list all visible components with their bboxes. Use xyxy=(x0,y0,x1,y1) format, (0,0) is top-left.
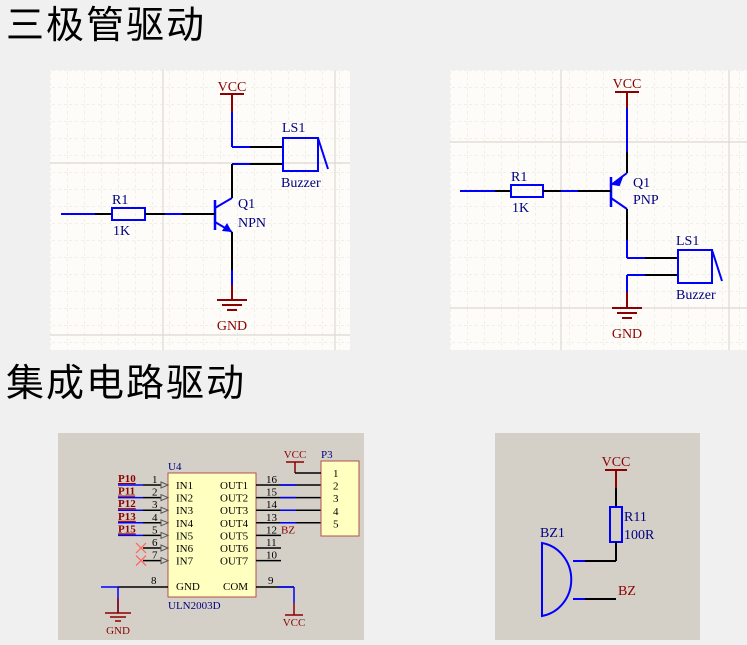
buzzer-schematic: VCC R11 100R BZ1 BZ xyxy=(495,433,700,640)
connector-pin-number: 5 xyxy=(333,518,339,530)
ic-part: ULN2003D xyxy=(168,600,221,612)
output-pin-name: OUT2 xyxy=(220,493,248,505)
transistor-type: NPN xyxy=(238,216,266,231)
no-connect-icon xyxy=(135,542,147,554)
input-net-label: P15 xyxy=(118,523,136,535)
connector-pin-number: 1 xyxy=(333,468,339,480)
com-pin-name: COM xyxy=(223,581,248,593)
output-pin-number: 13 xyxy=(266,512,278,524)
sheet-background xyxy=(495,433,700,640)
buzzer-ref: LS1 xyxy=(676,234,699,249)
input-arrow-icon xyxy=(160,531,170,540)
output-pin-name: OUT3 xyxy=(220,505,249,517)
npn-schematic: VCC LS1 Buzzer Q1 NPN GND R1 1K xyxy=(50,70,350,350)
input-pin-name: IN5 xyxy=(176,530,194,542)
buzzer-value: Buzzer xyxy=(281,176,321,191)
input-pin-number: 7 xyxy=(152,550,158,562)
input-pin-name: IN1 xyxy=(176,480,193,492)
vcc-label: VCC xyxy=(602,455,631,470)
input-net-label: P12 xyxy=(118,498,136,510)
output-pin-name: OUT5 xyxy=(220,530,249,542)
output-pin-number: 12 xyxy=(266,524,277,536)
output-pin-name: OUT4 xyxy=(220,518,249,530)
ic-body xyxy=(167,472,257,598)
connector-pin-number: 4 xyxy=(333,506,339,518)
output-pin-name: OUT6 xyxy=(220,543,249,555)
gnd-label: GND xyxy=(612,327,642,342)
buzzer-symbol xyxy=(541,541,573,618)
input-arrow-icon xyxy=(160,519,170,527)
resistor-ref: R11 xyxy=(624,510,647,525)
gnd-label: GND xyxy=(106,625,130,637)
input-pin-number: 6 xyxy=(152,537,158,549)
connector-pin-number: 2 xyxy=(333,481,339,493)
input-net-label: P11 xyxy=(118,486,135,498)
input-pin-number: 3 xyxy=(152,499,158,511)
pnp-schematic: VCC Q1 PNP R1 1K LS1 Buzzer GND xyxy=(450,70,747,350)
connector-ref: P3 xyxy=(321,449,333,461)
transistor-type: PNP xyxy=(633,193,659,208)
input-pin-name: IN2 xyxy=(176,493,193,505)
output-pin-number: 14 xyxy=(266,499,278,511)
output-net-label: BZ xyxy=(281,524,295,536)
heading-ic-drive: 集成电路驱动 xyxy=(6,361,247,405)
resistor-ref: R1 xyxy=(511,170,527,185)
input-pin-number: 2 xyxy=(152,487,158,499)
transistor-ref: Q1 xyxy=(238,197,255,212)
resistor-value: 1K xyxy=(113,224,130,239)
buzzer-ref: BZ1 xyxy=(540,526,565,541)
vcc-label: VCC xyxy=(613,77,642,92)
connector-p3 xyxy=(320,460,360,537)
grid xyxy=(450,70,747,350)
input-arrow-icon xyxy=(160,506,170,514)
input-arrow-icon xyxy=(160,556,170,565)
resistor-value: 1K xyxy=(512,201,529,216)
vcc-top-label: VCC xyxy=(284,449,307,461)
output-pin-number: 11 xyxy=(266,537,277,549)
resistor-ref: R1 xyxy=(112,193,128,208)
input-pin-name: IN6 xyxy=(176,543,194,555)
input-pin-name: IN7 xyxy=(176,556,194,568)
gnd-symbol xyxy=(217,299,247,311)
gnd-pin-name: GND xyxy=(176,581,200,593)
heading-transistor-drive: 三极管驱动 xyxy=(6,3,207,47)
input-net-label: P13 xyxy=(118,511,136,523)
output-pin-name: OUT1 xyxy=(220,480,248,492)
no-connect-icon xyxy=(135,555,147,567)
output-pin-number: 15 xyxy=(266,487,278,499)
buzzer-symbol xyxy=(677,249,713,284)
input-arrow-icon xyxy=(160,544,170,552)
input-pin-number: 1 xyxy=(152,474,158,486)
input-pin-number: 5 xyxy=(152,524,158,536)
gnd-symbol xyxy=(612,307,642,319)
output-pin-name: OUT7 xyxy=(220,556,249,568)
gnd-label: GND xyxy=(217,319,247,334)
input-pin-number: 4 xyxy=(152,512,158,524)
buzzer-ref: LS1 xyxy=(282,121,305,136)
buzzer-symbol xyxy=(282,137,319,172)
gnd-symbol xyxy=(105,612,131,622)
transistor-ref: Q1 xyxy=(633,176,650,191)
input-arrow-icon xyxy=(160,493,170,502)
input-arrow-icon xyxy=(160,481,170,489)
input-pin-name: IN3 xyxy=(176,505,194,517)
vcc-bottom-label: VCC xyxy=(283,617,306,629)
input-pin-name: IN4 xyxy=(176,518,194,530)
ic-ref: U4 xyxy=(168,461,182,473)
buzzer-value: Buzzer xyxy=(676,288,716,303)
resistor-value: 100R xyxy=(624,528,655,543)
grid xyxy=(50,70,350,350)
connector-pin-number: 3 xyxy=(333,493,339,505)
bz-net-label: BZ xyxy=(618,584,636,599)
output-pin-number: 16 xyxy=(266,474,278,486)
output-pin-number: 10 xyxy=(266,550,278,562)
input-net-label: P10 xyxy=(118,473,136,485)
com-pin-number: 9 xyxy=(268,575,274,587)
vcc-label: VCC xyxy=(218,80,247,95)
gnd-pin-number: 8 xyxy=(151,575,157,587)
